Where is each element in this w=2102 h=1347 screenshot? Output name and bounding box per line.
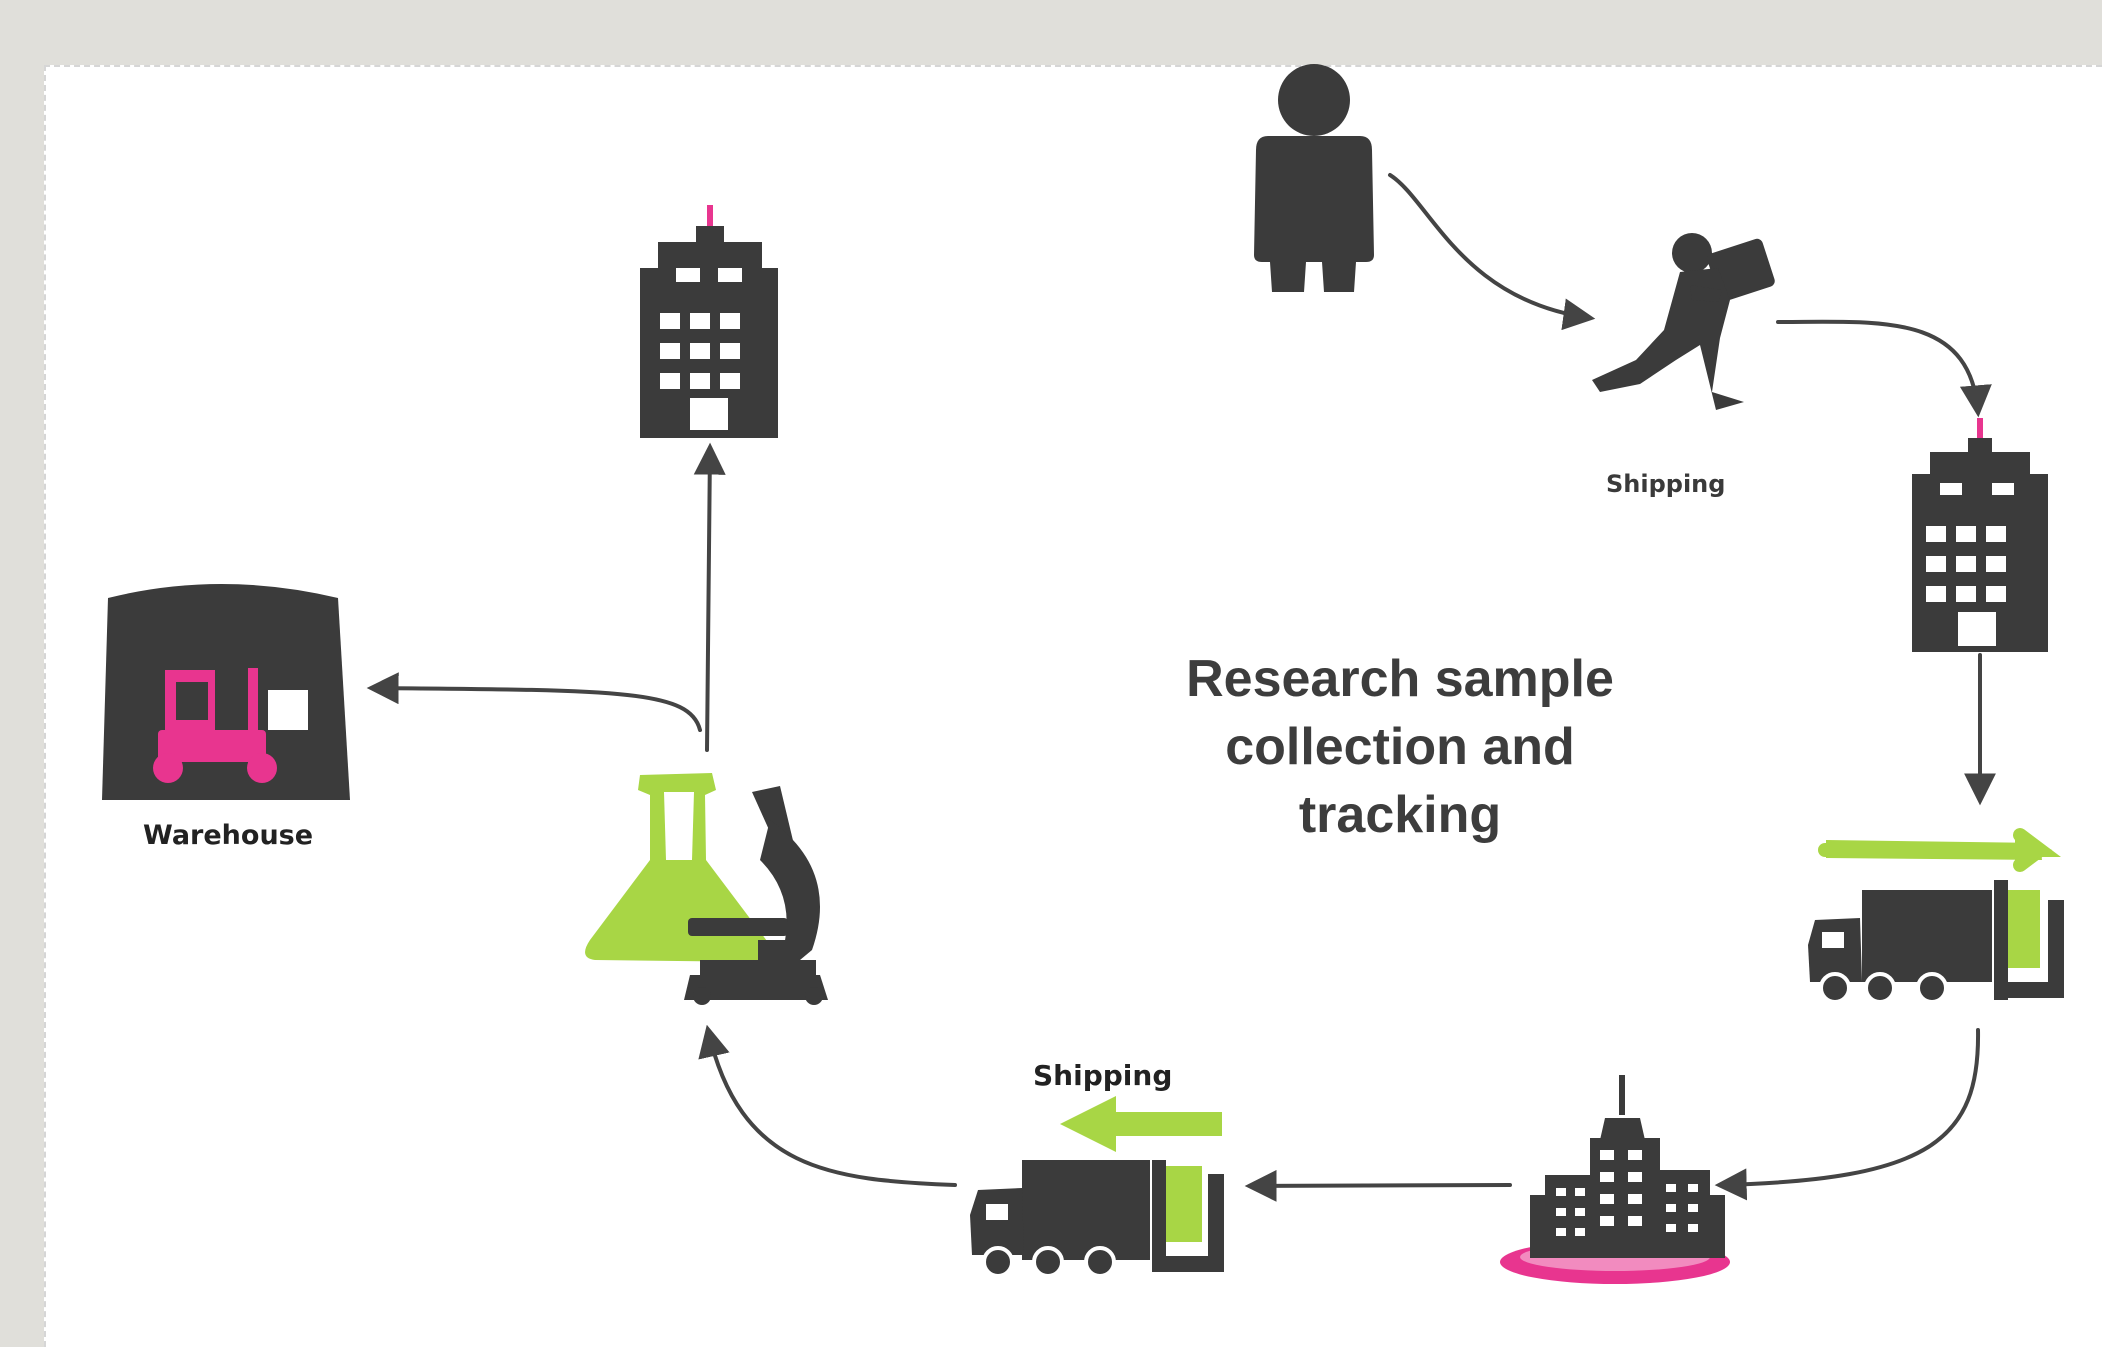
arrow-courier-to-building	[1776, 319, 1992, 418]
shipping-label: Shipping	[1033, 1059, 1173, 1092]
flow-arrows	[366, 173, 1996, 1202]
hospital-building-icon	[1500, 1075, 1730, 1284]
delivery-truck-icon	[1808, 828, 2064, 1004]
lab-flask-microscope-icon	[585, 773, 828, 1005]
warehouse-forklift-icon	[102, 584, 350, 800]
arrow-hospital-to-truck	[1244, 1169, 1512, 1202]
arrow-truck-to-lab	[698, 1024, 957, 1187]
person-icon	[1254, 64, 1374, 292]
building-icon	[1912, 418, 2048, 652]
arrow-lab-to-building	[693, 442, 726, 752]
building-icon	[640, 205, 778, 438]
delivery-truck-icon	[970, 1096, 1224, 1278]
shipping-label: Shipping	[1606, 470, 1726, 498]
arrow-truck-to-hospital	[1714, 1028, 1981, 1201]
warehouse-label: Warehouse	[143, 820, 314, 851]
arrow-person-to-courier	[1388, 173, 1596, 331]
diagram-title: Research sample collection and tracking	[1186, 650, 1614, 844]
courier-carrying-box-icon	[1592, 233, 1775, 410]
arrow-lab-to-warehouse	[366, 672, 702, 732]
